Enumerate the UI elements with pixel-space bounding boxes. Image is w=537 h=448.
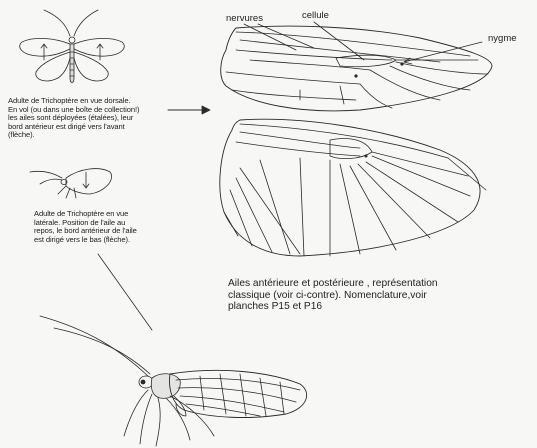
adult-caddisfly-drawing bbox=[39, 315, 308, 447]
dorsal-insect-drawing bbox=[19, 9, 125, 83]
hind-wing-drawing bbox=[219, 118, 487, 257]
lateral-insect-drawing bbox=[29, 168, 112, 199]
label-cellule: cellule bbox=[302, 10, 329, 21]
label-leaders bbox=[243, 21, 483, 65]
arrow-right-icon bbox=[167, 105, 211, 115]
front-wing-drawing bbox=[220, 25, 493, 112]
pointer-line bbox=[97, 253, 153, 331]
caption-dorsal-view: Adulte de Trichoptère en vue dorsale. En… bbox=[8, 96, 140, 139]
caption-wings: Ailes antérieure et postérieure , représ… bbox=[228, 278, 438, 313]
arrow-up-icon bbox=[40, 43, 104, 61]
caption-lateral-view: Adulte de Trichoptère en vue latérale. P… bbox=[34, 209, 137, 244]
label-nervures: nervures bbox=[226, 13, 263, 24]
arrow-down-icon bbox=[82, 171, 90, 189]
label-nygme: nygme bbox=[488, 33, 517, 44]
